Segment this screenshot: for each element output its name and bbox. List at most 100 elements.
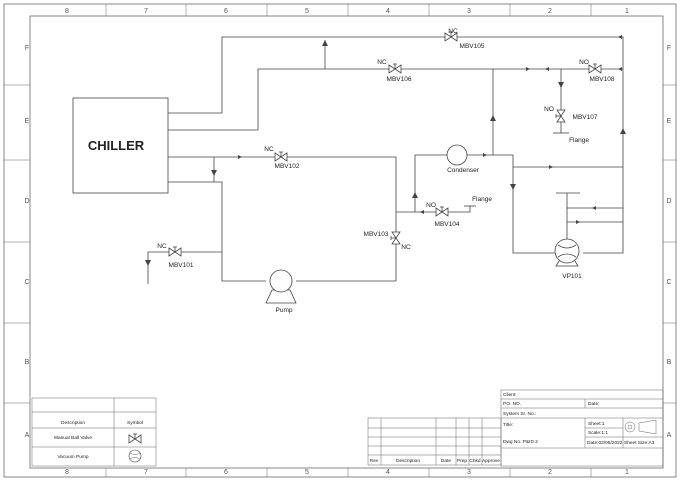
label-pump: Pump [276,307,293,314]
legend-header-symbol: Symbol [127,420,143,426]
rev-col: Chkd [469,458,481,464]
legend-row-label: Vacuum Pump [57,454,88,460]
label-mbv105: MBV105 [460,43,485,50]
rev-col: Approve [482,458,500,464]
legend-valve-symbol [128,433,142,444]
legend-header-description: Description [61,420,85,426]
col-label: 1 [625,469,629,476]
row-label: E [25,118,30,125]
flow-arrow-right [576,220,580,224]
label-nc: NC [377,59,387,66]
revision-table: Rev Description Date Prep Chkd Approve [367,417,502,466]
valve-mbv101[interactable] [168,246,182,257]
date-label: Date: [588,401,599,407]
label-flange: Flange [472,196,492,203]
zone-labels-bottom: 8 7 6 5 4 3 2 1 [65,469,629,476]
flow-arrow-down [558,82,564,88]
flow-arrows [145,35,626,266]
outer-border [3,3,677,478]
flow-arrow-down [145,260,151,266]
flow-arrow-right [549,165,553,169]
row-label: D [24,198,29,205]
valve-mbv103[interactable] [390,231,401,245]
label-no: NO [579,59,589,66]
row-label: E [667,118,672,125]
label-vp101: VP101 [562,273,582,280]
rev-col: Rev [370,458,379,464]
valve-mbv106[interactable] [388,63,402,74]
flow-arrow-up [620,128,626,134]
scale: Scale:1:1 [588,430,608,436]
zone-labels-left: F E D C B A [24,45,29,439]
flow-arrow-left [420,210,424,214]
valve-mbv104[interactable] [435,206,449,217]
label-mbv104: MBV104 [435,221,460,228]
row-label: D [666,198,671,205]
row-label: C [666,279,671,286]
flow-arrow-up [490,115,496,121]
col-label: 2 [548,8,552,15]
col-label: 2 [548,469,552,476]
label-mbv106: MBV106 [387,76,412,83]
col-label: 5 [305,469,309,476]
projection-symbol-icon [624,419,657,435]
legend-row-label: Manual Ball Valve [54,435,92,441]
col-label: 1 [625,8,629,15]
piping [147,36,624,284]
label-nc: NC [157,243,167,250]
label-nc: NC [401,244,411,251]
valve-mbv102[interactable] [274,151,288,162]
flow-arrow-right [526,67,530,71]
rev-col: Date [441,458,451,464]
date-value: Date:02/05/2022 [587,440,623,446]
zone-labels-top: 8 7 6 5 4 3 2 1 [65,8,629,15]
col-label: 3 [467,8,471,15]
label-condenser: Condenser [447,167,480,174]
sheet-number: Sheet:1 [588,421,605,427]
pump-symbol [265,269,297,304]
flow-arrow-right [238,155,242,159]
system-label: System Sr. No.: [503,411,536,417]
col-label: 8 [65,8,69,15]
title-block: Client: PO. NO. Date: System Sr. No.: Ti… [500,389,664,467]
label-mbv103: MBV103 [364,231,389,238]
drawing-number: Dwg No.:P&ID 2 [503,439,538,445]
label-no: NO [544,106,554,113]
legend-table: Description Symbol Manual Ball Valve Vac… [31,397,157,467]
flow-arrow-down [211,170,217,176]
equipment-labels: NC MBV105 NC MBV106 NO MBV108 NO MBV107 … [157,28,615,314]
label-mbv108: MBV108 [590,76,615,83]
col-label: 4 [386,8,390,15]
sheet-size: Sheet Size:A3 [624,440,655,446]
col-label: 6 [224,469,228,476]
zone-ticks [4,4,676,477]
vacuum-pump-symbol [554,238,580,267]
row-label: A [667,432,672,439]
col-label: 8 [65,469,69,476]
label-mbv102: MBV102 [275,163,300,170]
row-label: A [25,432,30,439]
flow-arrow-left [618,35,622,39]
valve-mbv107[interactable] [555,109,566,123]
flow-arrow-right [483,153,487,157]
valve-mbv108[interactable] [588,63,602,74]
legend-pump-symbol [128,449,142,463]
label-nc: NC [448,28,458,35]
client-label: Client: [503,392,517,398]
flow-arrow-down [510,184,516,190]
flow-arrow-right [545,67,549,71]
col-label: 3 [467,469,471,476]
col-label: 7 [144,469,148,476]
label-mbv101: MBV101 [169,262,194,269]
row-label: C [24,279,29,286]
col-label: 4 [386,469,390,476]
label-flange: Flange [569,137,589,144]
row-label: F [667,45,671,52]
chiller-unit [72,97,169,194]
label-no: NO [426,202,436,209]
rev-col: Description [396,458,420,464]
condenser-symbol [446,144,468,166]
col-label: 6 [224,8,228,15]
